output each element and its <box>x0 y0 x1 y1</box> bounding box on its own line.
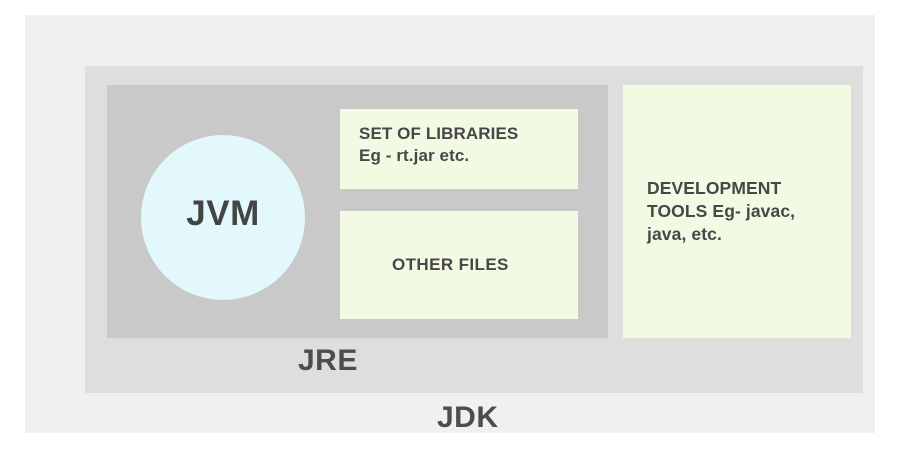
card-other-files: OTHER FILES <box>340 211 578 319</box>
jvm-label: JVM <box>186 194 260 233</box>
card-set-of-libraries: SET OF LIBRARIES Eg - rt.jar etc. <box>340 109 578 189</box>
jre-label: JRE <box>298 344 358 377</box>
jdk-container: JVM SET OF LIBRARIES Eg - rt.jar etc. OT… <box>25 15 875 433</box>
card-development-tools: DEVELOPMENT TOOLS Eg- javac, java, etc. <box>623 85 851 338</box>
jdk-label: JDK <box>437 401 499 434</box>
card-other-files-text: OTHER FILES <box>392 254 509 274</box>
jvm-circle: JVM <box>141 135 305 300</box>
card-set-of-libraries-text: SET OF LIBRARIES Eg - rt.jar etc. <box>359 124 519 166</box>
card-development-tools-text: DEVELOPMENT TOOLS Eg- javac, java, etc. <box>647 177 796 245</box>
